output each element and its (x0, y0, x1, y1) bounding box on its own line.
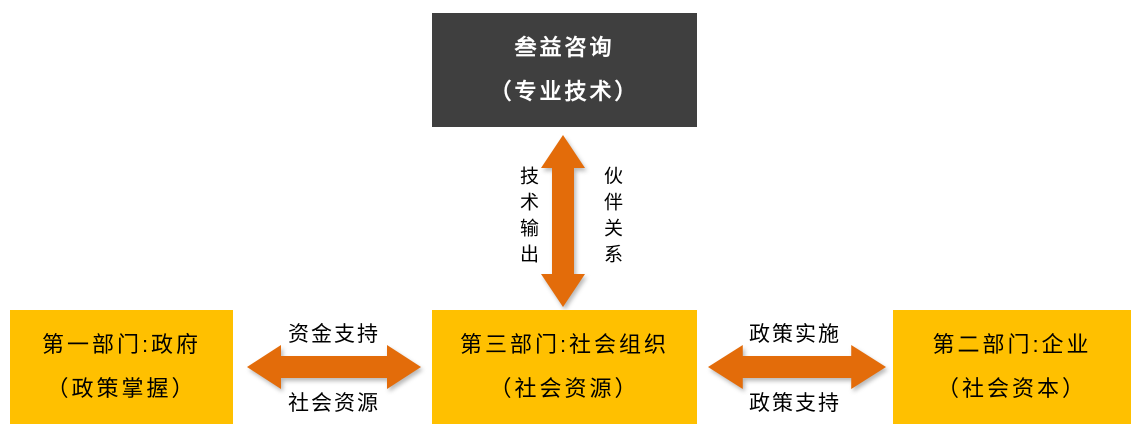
enterprise-box-subtitle: （社会资本） (936, 376, 1087, 401)
left-double-arrow-icon (247, 345, 421, 389)
enterprise-box: 第二部门:企业 （社会资本） (893, 310, 1131, 424)
partnership-label: 伙伴关系 (601, 166, 622, 270)
social-org-box-subtitle: （社会资源） (489, 376, 640, 401)
social-resources-label: 社会资源 (288, 392, 380, 415)
government-box: 第一部门:政府 （政策掌握） (10, 310, 233, 424)
policy-implementation-label: 政策实施 (749, 323, 841, 346)
consulting-box-subtitle: （专业技术） (489, 79, 640, 104)
government-box-title: 第一部门:政府 (41, 332, 202, 357)
tech-output-label: 技术输出 (517, 166, 538, 270)
consulting-box-title: 叁益咨询 (514, 35, 615, 60)
right-double-arrow-icon (708, 345, 886, 389)
consulting-box: 叁益咨询 （专业技术） (432, 13, 697, 127)
policy-support-label: 政策支持 (749, 392, 841, 415)
enterprise-box-title: 第二部门:企业 (932, 332, 1092, 357)
social-org-box-title: 第三部门:社会组织 (459, 332, 670, 357)
government-box-subtitle: （政策掌握） (46, 376, 197, 401)
vertical-double-arrow-icon (541, 135, 585, 307)
funding-support-label: 资金支持 (288, 323, 380, 346)
social-org-box: 第三部门:社会组织 （社会资源） (432, 310, 697, 424)
